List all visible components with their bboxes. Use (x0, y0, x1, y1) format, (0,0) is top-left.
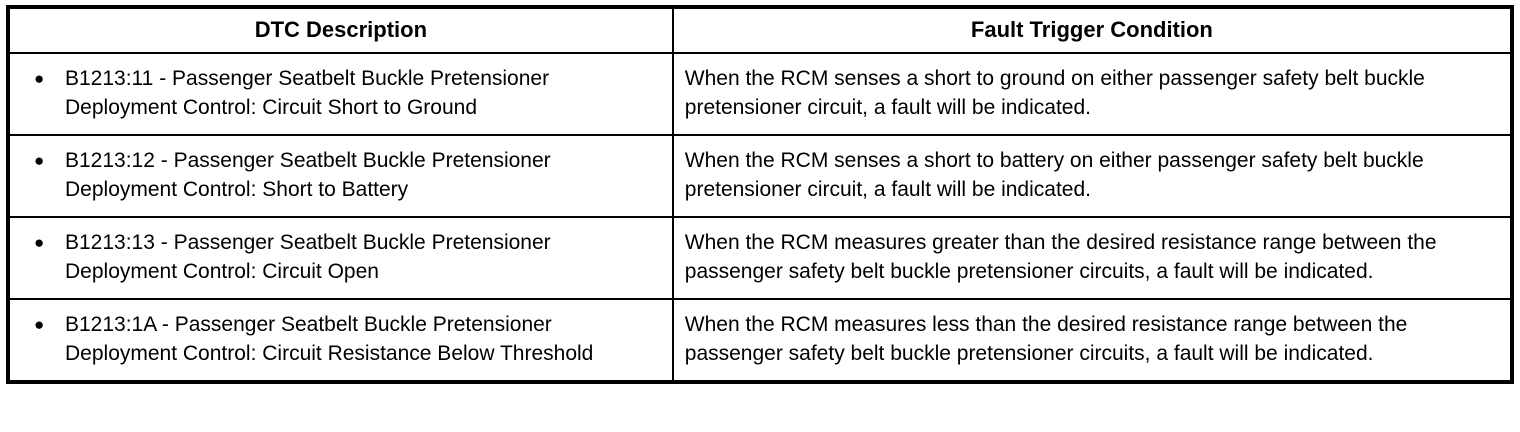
bullet-icon: ● (34, 233, 45, 252)
fault-trigger-condition-text: When the RCM senses a short to ground on… (671, 52, 1514, 136)
fault-trigger-condition-text: When the RCM measures greater than the d… (671, 216, 1514, 300)
dtc-bullet-line: ● B1213:11 - Passenger Seatbelt Buckle P… (34, 64, 662, 122)
table-row: ● B1213:13 - Passenger Seatbelt Buckle P… (7, 216, 1514, 300)
header-row: DTC Description Fault Trigger Condition (7, 6, 1514, 54)
table-row: ● B1213:1A - Passenger Seatbelt Buckle P… (7, 298, 1514, 383)
dtc-description-text: B1213:12 - Passenger Seatbelt Buckle Pre… (65, 149, 551, 201)
dtc-description-cell: ● B1213:11 - Passenger Seatbelt Buckle P… (7, 52, 674, 136)
dtc-fault-table: DTC Description Fault Trigger Condition … (6, 5, 1514, 384)
dtc-table-container: DTC Description Fault Trigger Condition … (6, 5, 1514, 384)
dtc-bullet-line: ● B1213:12 - Passenger Seatbelt Buckle P… (34, 146, 662, 204)
table-row: ● B1213:12 - Passenger Seatbelt Buckle P… (7, 134, 1514, 218)
fault-trigger-condition-text: When the RCM measures less than the desi… (671, 298, 1514, 383)
dtc-bullet-line: ● B1213:1A - Passenger Seatbelt Buckle P… (34, 310, 662, 368)
bullet-icon: ● (34, 69, 45, 88)
bullet-icon: ● (34, 151, 45, 170)
fault-trigger-condition-text: When the RCM senses a short to battery o… (671, 134, 1514, 218)
column-header-fault-trigger-condition: Fault Trigger Condition (671, 6, 1514, 54)
dtc-bullet-line: ● B1213:13 - Passenger Seatbelt Buckle P… (34, 228, 662, 286)
dtc-description-cell: ● B1213:12 - Passenger Seatbelt Buckle P… (7, 134, 674, 218)
table-row: ● B1213:11 - Passenger Seatbelt Buckle P… (7, 52, 1514, 136)
bullet-icon: ● (34, 315, 45, 334)
dtc-description-cell: ● B1213:1A - Passenger Seatbelt Buckle P… (7, 298, 674, 383)
column-header-dtc-description: DTC Description (7, 6, 674, 54)
dtc-description-text: B1213:13 - Passenger Seatbelt Buckle Pre… (65, 231, 551, 283)
table-body: ● B1213:11 - Passenger Seatbelt Buckle P… (7, 52, 1514, 383)
dtc-description-text: B1213:11 - Passenger Seatbelt Buckle Pre… (65, 67, 550, 119)
dtc-description-cell: ● B1213:13 - Passenger Seatbelt Buckle P… (7, 216, 674, 300)
dtc-description-text: B1213:1A - Passenger Seatbelt Buckle Pre… (65, 313, 594, 365)
